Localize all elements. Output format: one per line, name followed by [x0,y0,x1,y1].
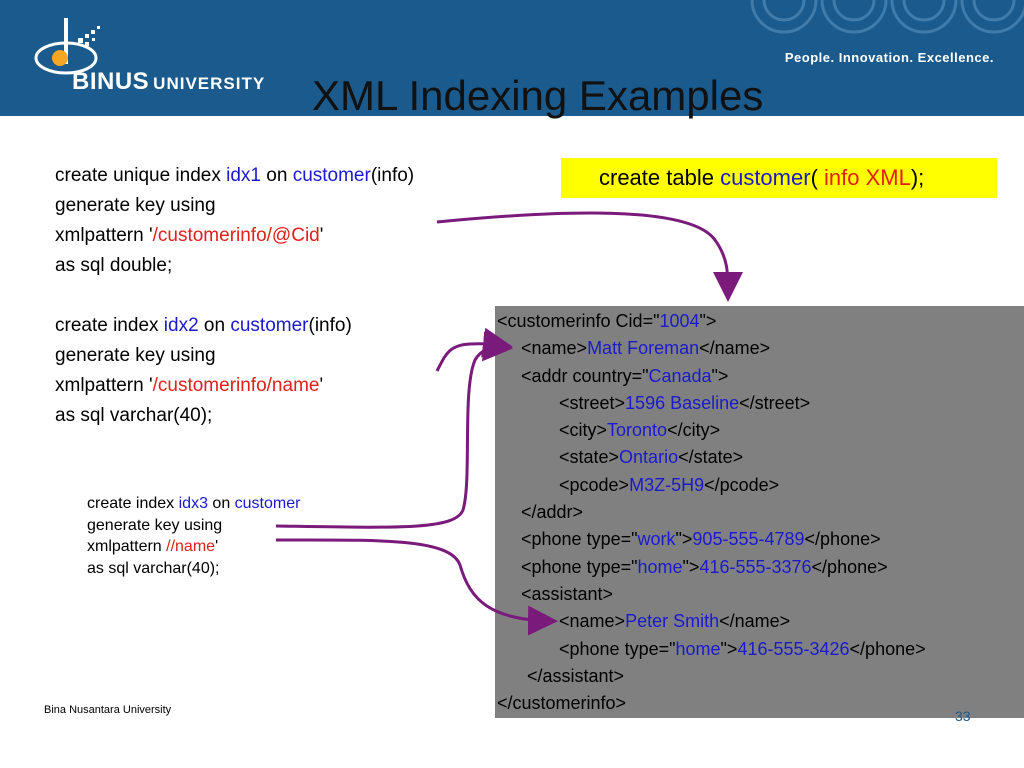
index1-line3: xmlpattern '/customerinfo/@Cid' [55,225,324,246]
xml-line: <street>1596 Baseline</street> [559,392,811,413]
xml-line: <phone type="work">905-555-4789</phone> [521,529,881,550]
xml-document: <customerinfo Cid="1004"> <name>Matt For… [495,306,1024,718]
index1-line2: generate key using [55,195,216,216]
xml-line: <city>Toronto</city> [559,420,721,441]
index1-block: create unique index idx1 on customer(inf… [55,161,414,281]
xml-line: <pcode>M3Z-5H9</pcode> [559,474,780,495]
logo-main: BINUS [72,68,150,95]
tagline: People. Innovation. Excellence. [784,50,994,65]
xml-line: <state>Ontario</state> [559,447,744,468]
page-number: 33 [955,708,971,724]
xml-line: <assistant> [521,583,614,604]
index1-line4: as sql double; [55,255,173,276]
index3-block: create index idx3 on customer generate k… [87,493,300,579]
arrow-idx1-to-cid [436,211,743,302]
logo-mark-icon [34,18,100,75]
xml-line: <phone type="home">416-555-3376</phone> [521,556,888,577]
xml-line: <customerinfo Cid="1004"> [497,311,717,331]
xml-line: <addr country="Canada"> [521,365,729,386]
index3-line3: xmlpattern //name' [87,538,219,555]
create-table-statement: create table customer( info XML); [561,158,997,198]
footer-text: Bina Nusantara University [44,704,172,716]
arrow-idx3-to-name [275,331,513,529]
xml-line: </assistant> [527,665,625,686]
index3-line4: as sql varchar(40); [87,559,220,577]
xml-line: </customerinfo> [497,693,627,714]
arrow-idx3-to-assistant-name [275,538,558,636]
xml-line: </addr> [521,502,584,523]
logo-sub: UNIVERSITY [153,74,266,93]
index1-line1: create unique index idx1 on customer(inf… [55,165,415,186]
wave-pattern [750,0,1024,34]
slide-title: XML Indexing Examples [312,72,764,119]
index2-line3: xmlpattern '/customerinfo/name' [55,375,324,396]
xml-line: <phone type="home">416-555-3426</phone> [559,638,926,659]
xml-line: <name>Matt Foreman</name> [521,338,771,359]
index2-line1: create index idx2 on customer(info) [55,315,352,336]
index2-line2: generate key using [55,345,216,366]
index2-block: create index idx2 on customer(info) gene… [55,311,352,431]
index3-line1: create index idx3 on customer [87,495,301,512]
index3-line2: generate key using [87,516,223,534]
index2-line4: as sql varchar(40); [55,405,213,426]
xml-line: <name>Peter Smith</name> [559,611,791,632]
